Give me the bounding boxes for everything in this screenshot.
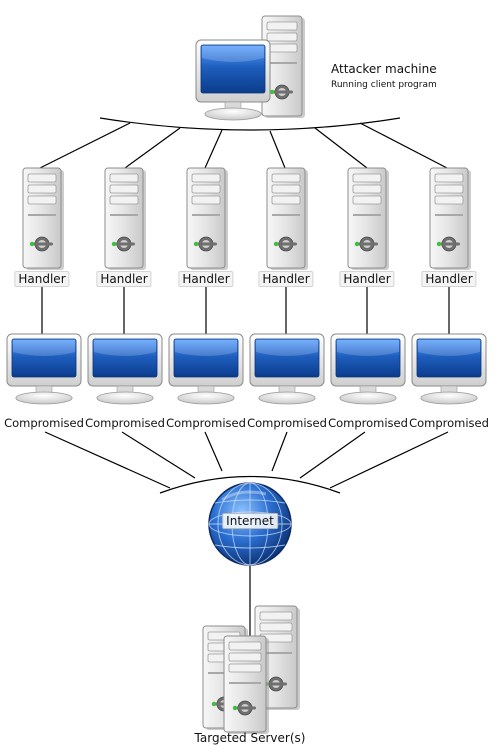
compromised-monitor-icon-3 [168, 333, 244, 405]
compromised-label-6: Compromised [409, 416, 489, 430]
handler-label-1: Handler [14, 271, 70, 287]
compromised-monitor-icon-2 [87, 333, 163, 405]
compromised-label-3: Compromised [166, 416, 246, 430]
handler-label-4: Handler [258, 271, 314, 287]
connection-lines [39, 117, 450, 640]
handler-server-icon-5 [347, 167, 389, 270]
link-compromised-internet-5 [299, 431, 366, 479]
attacker-bus-arc [99, 117, 401, 131]
target-server-icon-3 [223, 635, 269, 734]
link-compromised-internet-4 [271, 431, 288, 472]
link-attacker-handler-6 [359, 122, 448, 169]
compromised-label-2: Compromised [85, 416, 165, 430]
handler-label-5: Handler [339, 271, 395, 287]
link-attacker-handler-4 [269, 130, 286, 169]
handler-label-6: Handler [421, 271, 477, 287]
handler-server-icon-2 [104, 167, 146, 270]
link-compromised-internet-2 [121, 431, 196, 479]
compromised-monitor-icon-5 [330, 333, 406, 405]
link-attacker-handler-2 [124, 127, 181, 169]
target-label: Targeted Server(s) [194, 731, 306, 745]
link-compromised-internet-3 [204, 431, 223, 472]
link-attacker-handler-5 [314, 127, 368, 169]
link-compromised-internet-1 [44, 431, 171, 489]
handler-server-icon-1 [22, 167, 64, 270]
link-compromised-internet-6 [329, 431, 449, 489]
compromised-monitor-icon-6 [411, 333, 487, 405]
attacker-monitor-icon [195, 39, 271, 121]
internet-label: Internet [222, 513, 278, 529]
compromised-label-1: Compromised [4, 416, 84, 430]
handler-server-icon-4 [266, 167, 308, 270]
handler-server-icon-6 [429, 167, 471, 270]
handler-label-2: Handler [96, 271, 152, 287]
handler-label-3: Handler [178, 271, 234, 287]
compromised-label-5: Compromised [328, 416, 408, 430]
compromised-label-4: Compromised [247, 416, 327, 430]
compromised-monitor-icon-4 [249, 333, 325, 405]
attacker-subtitle: Running client program [331, 80, 437, 90]
link-attacker-handler-3 [204, 129, 223, 169]
attacker-title: Attacker machine [331, 62, 437, 76]
internet-bus-arc [159, 475, 341, 494]
compromised-monitor-icon-1 [6, 333, 82, 405]
link-attacker-handler-1 [39, 122, 131, 169]
handler-server-icon-3 [186, 167, 228, 270]
